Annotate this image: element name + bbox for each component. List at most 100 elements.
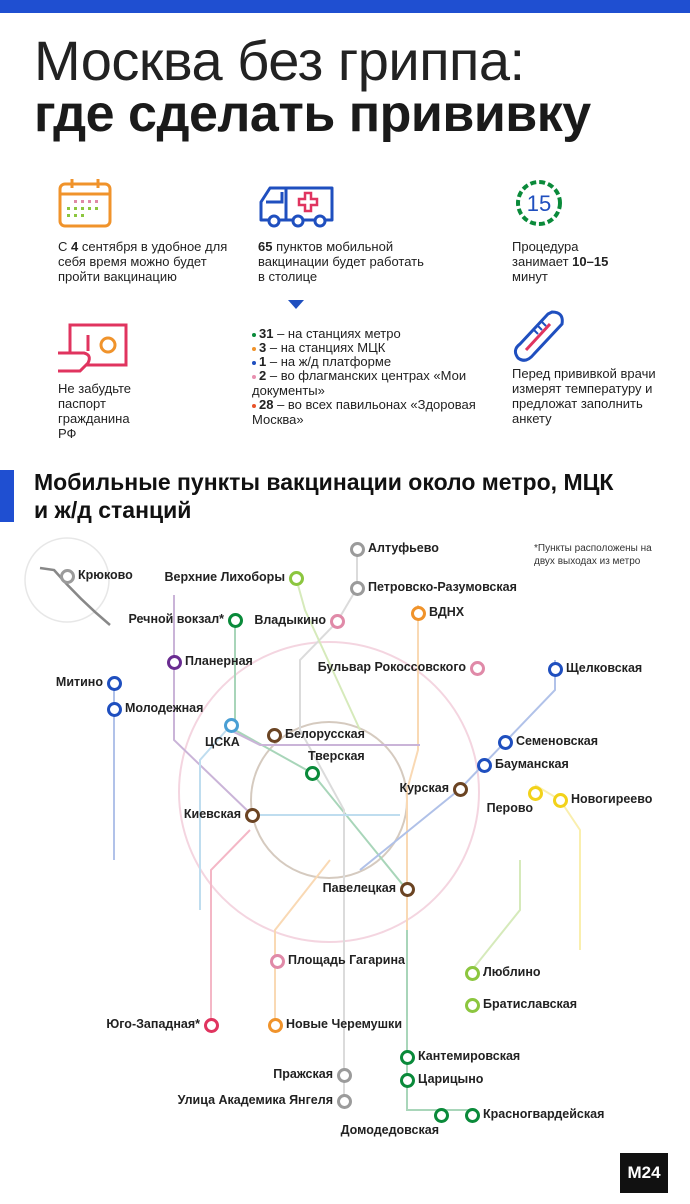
fact-passport: Не забудьте паспорт гражданина РФ: [58, 381, 132, 441]
top-accent-bar: [0, 0, 690, 13]
station-label: Митино: [55, 675, 103, 689]
station-label: Красногвардейская: [483, 1107, 605, 1121]
station-label: Крюково: [78, 568, 133, 582]
station-label: Белорусская: [285, 727, 365, 741]
calendar-icon: [58, 179, 112, 228]
station-marker[interactable]: [547, 661, 563, 677]
ambulance-truck-icon: [259, 186, 334, 228]
station-label: ВДНХ: [429, 605, 465, 619]
fact-temperature: Перед прививкой врачи измерят температур…: [512, 366, 656, 426]
station-marker[interactable]: [288, 570, 304, 586]
station-marker[interactable]: [349, 541, 365, 557]
station-marker[interactable]: [433, 1107, 449, 1123]
station-marker[interactable]: [336, 1067, 352, 1083]
breakdown-text: – на ж/д платформе: [266, 354, 392, 369]
station-marker[interactable]: [203, 1017, 219, 1033]
station-label: Бульвар Рокоссовского: [317, 660, 466, 674]
station-label: Пражская: [273, 1067, 333, 1081]
section-accent-bar: [0, 470, 14, 522]
breakdown-text: – во всех павильонах «Здоровая Москва»: [252, 397, 476, 427]
station-label: Бауманская: [495, 757, 569, 771]
station-marker[interactable]: [336, 1093, 352, 1109]
breakdown-count: 3: [259, 340, 267, 355]
station-marker[interactable]: [244, 807, 260, 823]
footnote: *Пункты расположены на двух выходах из м…: [534, 543, 652, 567]
station-marker[interactable]: [552, 792, 568, 808]
station-label: Улица Академика Янгеля: [177, 1093, 333, 1107]
breakdown-text: – во флагманских центрах «Мои документы»: [252, 368, 467, 398]
station-marker[interactable]: [269, 953, 285, 969]
station-marker[interactable]: [59, 568, 75, 584]
station-label: Площадь Гагарина: [288, 953, 405, 967]
station-marker[interactable]: [464, 1107, 480, 1123]
station-label: ЦСКА: [205, 735, 240, 749]
station-marker[interactable]: [106, 701, 122, 717]
station-label: Верхние Лихоборы: [164, 570, 285, 584]
fact-mobile-points: 65 пунктов мобильной вакцинации будет ра…: [258, 239, 424, 284]
station-marker[interactable]: [527, 785, 543, 801]
section-title: Мобильные пункты вакцинации около метро,…: [34, 469, 614, 523]
station-marker[interactable]: [304, 765, 320, 781]
station-marker[interactable]: [329, 613, 345, 629]
station-marker[interactable]: [452, 781, 468, 797]
station-label: Планерная: [185, 654, 253, 668]
breakdown-count: 31: [259, 326, 274, 341]
station-marker[interactable]: [410, 605, 426, 621]
timer-15-icon: 15: [516, 180, 562, 226]
breakdown-item: 28 – во всех павильонах «Здоровая Москва…: [252, 397, 482, 427]
triangle-down-icon: [288, 300, 304, 309]
bullet-dot: [252, 374, 256, 379]
station-marker[interactable]: [267, 1017, 283, 1033]
station-marker[interactable]: [464, 997, 480, 1013]
station-label: Речной вокзал*: [128, 612, 224, 626]
breakdown-item: 3 – на станциях МЦК: [252, 340, 482, 355]
breakdown-text: – на станциях метро: [273, 326, 401, 341]
station-label: Юго-Западная*: [106, 1017, 200, 1031]
station-marker[interactable]: [166, 654, 182, 670]
station-marker[interactable]: [464, 965, 480, 981]
fact-start-date: С 4 сентября в удобное для себя время мо…: [58, 239, 228, 284]
station-marker[interactable]: [399, 1049, 415, 1065]
station-label: Павелецкая: [322, 881, 396, 895]
title-line-2: где сделать прививку: [34, 85, 591, 143]
station-marker[interactable]: [266, 727, 282, 743]
breakdown-text: – на станциях МЦК: [266, 340, 386, 355]
station-marker[interactable]: [399, 1072, 415, 1088]
svg-text:15: 15: [527, 191, 551, 216]
station-label: Киевская: [183, 807, 241, 821]
breakdown-item: 1 – на ж/д платформе: [252, 354, 482, 369]
station-marker[interactable]: [349, 580, 365, 596]
breakdown-item: 2 – во флагманских центрах «Мои документ…: [252, 368, 482, 398]
breakdown-count: 2: [259, 368, 267, 383]
breakdown-item: 31 – на станциях метро: [252, 326, 482, 341]
thermometer-icon: [513, 310, 564, 362]
bullet-dot: [252, 346, 256, 351]
bullet-dot: [252, 403, 256, 408]
station-marker[interactable]: [497, 734, 513, 750]
station-marker[interactable]: [469, 660, 485, 676]
breakdown-count: 1: [259, 354, 267, 369]
bullet-dot: [252, 360, 256, 365]
station-label: Кантемировская: [418, 1049, 521, 1063]
station-marker[interactable]: [106, 675, 122, 691]
station-marker[interactable]: [227, 612, 243, 628]
station-marker[interactable]: [399, 881, 415, 897]
station-marker[interactable]: [476, 757, 492, 773]
station-label: Новые Черемушки: [286, 1017, 402, 1031]
station-label: Алтуфьево: [368, 541, 439, 555]
bullet-dot: [252, 332, 256, 337]
station-label: Люблино: [483, 965, 541, 979]
station-label: Петровско-Разумовская: [368, 580, 517, 594]
station-marker[interactable]: [223, 717, 239, 733]
station-label: Новогиреево: [571, 792, 653, 806]
station-label: Курская: [399, 781, 449, 795]
station-label: Владыкино: [254, 613, 326, 627]
breakdown-count: 28: [259, 397, 274, 412]
station-label: Царицыно: [418, 1072, 484, 1086]
station-label: Семеновская: [516, 734, 599, 748]
station-label: Домодедовская: [340, 1123, 439, 1137]
passport-icon: [58, 323, 128, 373]
metro-map-lines: [24, 537, 581, 1111]
fact-duration: Процедура занимает 10–15 минут: [512, 239, 609, 284]
station-label: Тверская: [308, 749, 365, 763]
